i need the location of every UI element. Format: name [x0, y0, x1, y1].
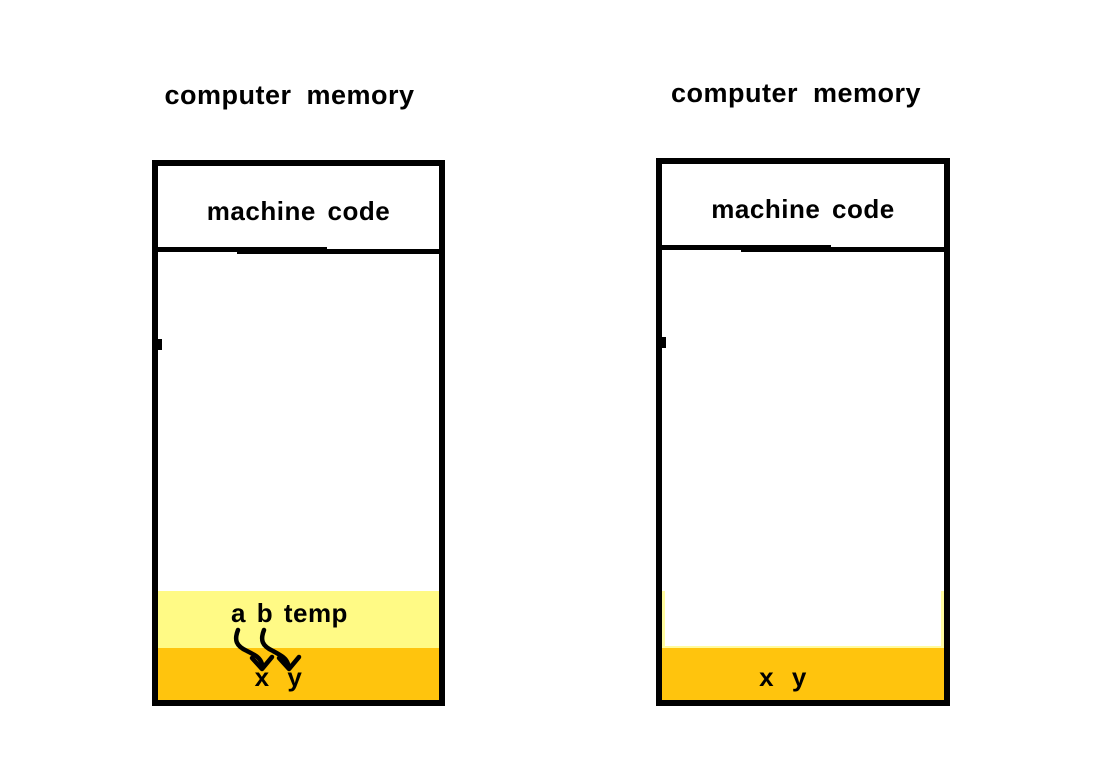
named-variables-band: x y [158, 648, 439, 700]
pen-blob-mark [158, 339, 162, 350]
freed-temp-band-outline [662, 591, 944, 648]
divider-stroke [740, 247, 944, 252]
machine-code-section-before: machine code [158, 166, 439, 247]
memory-box-before: machine code a b temp x y [152, 160, 445, 706]
temp-variables-band: a b temp [158, 591, 439, 648]
temp-variables-label: a b temp [231, 598, 348, 628]
named-variables-label: x y [254, 661, 303, 692]
pen-blob-mark [662, 337, 666, 348]
section-divider [662, 245, 944, 255]
named-variables-band: x y [662, 648, 944, 700]
machine-code-section-after: machine code [662, 164, 944, 245]
section-divider [158, 247, 439, 257]
memory-box-after: machine code x y [656, 158, 950, 706]
divider-stroke [236, 249, 439, 254]
named-variables-label: x y [759, 661, 807, 692]
panel-title-after: computer memory [670, 78, 922, 108]
machine-code-label: machine code [711, 194, 895, 224]
machine-code-label: machine code [206, 196, 391, 226]
panel-title-before: computer memory [164, 80, 415, 110]
